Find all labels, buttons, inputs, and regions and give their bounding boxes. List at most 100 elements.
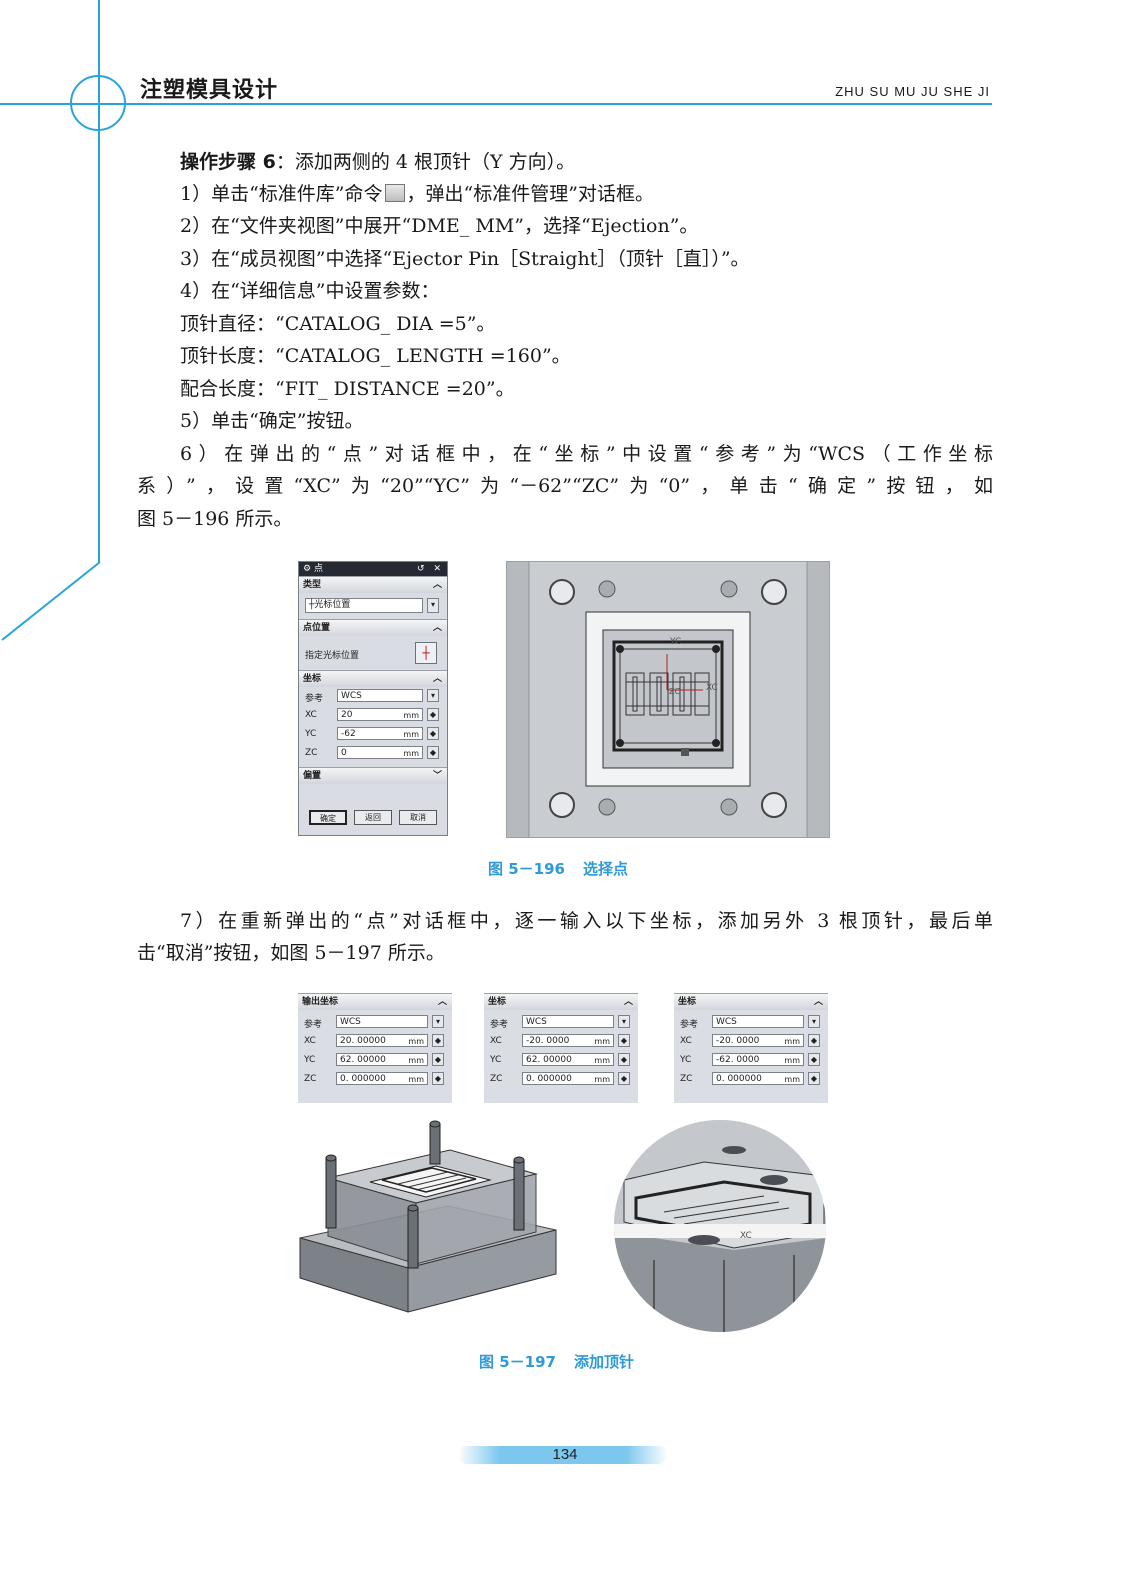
zc-label: ZC <box>490 1074 503 1084</box>
xc-value: 20 <box>341 710 353 720</box>
step-6-line-2: 系）”，设置“XC”为“20”“YC”为“－62”“ZC”为“0”，单击“确定”… <box>137 475 993 497</box>
dropdown-arrow-icon[interactable]: ▾ <box>808 1015 820 1028</box>
step-1-text-a: 1）单击“标准件库”命令 <box>180 183 383 205</box>
location-label: 指定光标位置 <box>305 651 360 661</box>
dialog-titlebar: ⚙ 点 ↺ ✕ <box>299 562 447 576</box>
crosshair-icon: ┼ <box>309 600 315 610</box>
collapse-icon: ︿ <box>623 997 633 1007</box>
expand-icon: ﹀ <box>432 771 442 781</box>
group-coord-label: 坐标 <box>303 674 322 684</box>
unit-label: mm <box>408 1037 424 1046</box>
ok-button[interactable]: 确定 <box>309 810 347 825</box>
ref-label: 参考 <box>680 1020 699 1030</box>
unit-label: mm <box>408 1056 424 1065</box>
xc-input[interactable]: -20. 0000 mm <box>712 1034 804 1047</box>
cancel-button[interactable]: 取消 <box>399 810 437 825</box>
ref-select[interactable]: WCS <box>522 1015 614 1028</box>
mold-top-view: YC XC ZC <box>506 561 830 838</box>
unit-label: mm <box>403 749 419 758</box>
xc-label: XC <box>490 1036 502 1046</box>
panel-group-header[interactable]: 坐标︿ <box>484 993 638 1010</box>
zoom-xc-label: XC <box>740 1231 752 1241</box>
ref-select[interactable]: WCS <box>337 689 423 702</box>
dropdown-arrow-icon[interactable]: ▾ <box>432 1015 444 1028</box>
yc-label: YC <box>680 1055 692 1065</box>
xc-value: 20. 00000 <box>340 1036 386 1046</box>
xc-value: -20. 0000 <box>716 1036 760 1046</box>
spinner-icon[interactable]: ◆ <box>427 708 439 721</box>
ref-select[interactable]: WCS <box>336 1015 428 1028</box>
yc-label: YC <box>490 1055 502 1065</box>
spinner-icon[interactable]: ◆ <box>808 1072 820 1085</box>
collapse-icon: ︿ <box>432 623 442 633</box>
dropdown-arrow-icon[interactable]: ▾ <box>427 598 439 613</box>
page-number: 134 <box>552 1446 578 1463</box>
header-vertical-rule <box>98 0 100 562</box>
group-offset[interactable]: 偏置﹀ <box>299 767 447 784</box>
xc-input[interactable]: 20. 00000 mm <box>336 1034 428 1047</box>
unit-label: mm <box>408 1075 424 1084</box>
spinner-icon[interactable]: ◆ <box>618 1034 630 1047</box>
group-coord[interactable]: 坐标 ︿ <box>299 670 447 687</box>
figure-197-title: 添加顶针 <box>573 1353 634 1371</box>
spinner-icon[interactable]: ◆ <box>618 1072 630 1085</box>
collapse-icon: ︿ <box>437 997 447 1007</box>
spinner-icon[interactable]: ◆ <box>427 746 439 759</box>
panel-group-header[interactable]: 坐标︿ <box>674 993 828 1010</box>
collapse-icon: ︿ <box>432 580 442 590</box>
spinner-icon[interactable]: ◆ <box>618 1053 630 1066</box>
type-value: 光标位置 <box>314 600 351 610</box>
group-type[interactable]: 类型︿ <box>299 576 447 593</box>
spinner-icon[interactable]: ◆ <box>432 1034 444 1047</box>
ref-row: 参考 WCS ▾ <box>674 1013 828 1032</box>
step-5: 5）单击“确定”按钮。 <box>180 410 364 432</box>
back-button[interactable]: 返回 <box>354 810 392 825</box>
unit-label: mm <box>784 1037 800 1046</box>
spinner-icon[interactable]: ◆ <box>432 1053 444 1066</box>
spinner-icon[interactable]: ◆ <box>808 1053 820 1066</box>
spinner-icon[interactable]: ◆ <box>427 727 439 740</box>
point-picker-icon[interactable]: ┼ <box>415 642 437 664</box>
unit-label: mm <box>403 730 419 739</box>
ref-select[interactable]: WCS <box>712 1015 804 1028</box>
panel-group-header[interactable]: 输出坐标 ︿ <box>298 993 452 1010</box>
book-title: 注塑模具设计 <box>140 78 279 103</box>
dropdown-arrow-icon[interactable]: ▾ <box>427 689 439 702</box>
collapse-icon: ︿ <box>432 674 442 684</box>
group-location[interactable]: 点位置︿ <box>299 619 447 636</box>
type-select[interactable]: ┼光标位置 <box>305 598 423 613</box>
mold-zoom-detail: XC <box>614 1120 826 1332</box>
step-1-text-b: ，弹出“标准件管理”对话框。 <box>406 183 654 205</box>
panel-group-label: 输出坐标 <box>302 997 339 1007</box>
collapse-icon: ︿ <box>813 997 823 1007</box>
spinner-icon[interactable]: ◆ <box>808 1034 820 1047</box>
step-6-line-1: 6）在弹出的“点”对话框中，在“坐标”中设置“参考”为“WCS（工作坐标 <box>180 443 993 465</box>
dropdown-arrow-icon[interactable]: ▾ <box>618 1015 630 1028</box>
dialog-window-controls[interactable]: ↺ ✕ <box>417 564 444 574</box>
unit-label: mm <box>784 1075 800 1084</box>
param-dia: 顶针直径：“CATALOG_ DIA =5”。 <box>180 313 496 335</box>
step-label: 操作步骤 6 <box>180 151 276 173</box>
location-row: 指定光标位置 ┼ <box>299 636 447 670</box>
spinner-icon[interactable]: ◆ <box>432 1072 444 1085</box>
dialog-buttons: 确定 返回 取消 <box>305 810 441 825</box>
